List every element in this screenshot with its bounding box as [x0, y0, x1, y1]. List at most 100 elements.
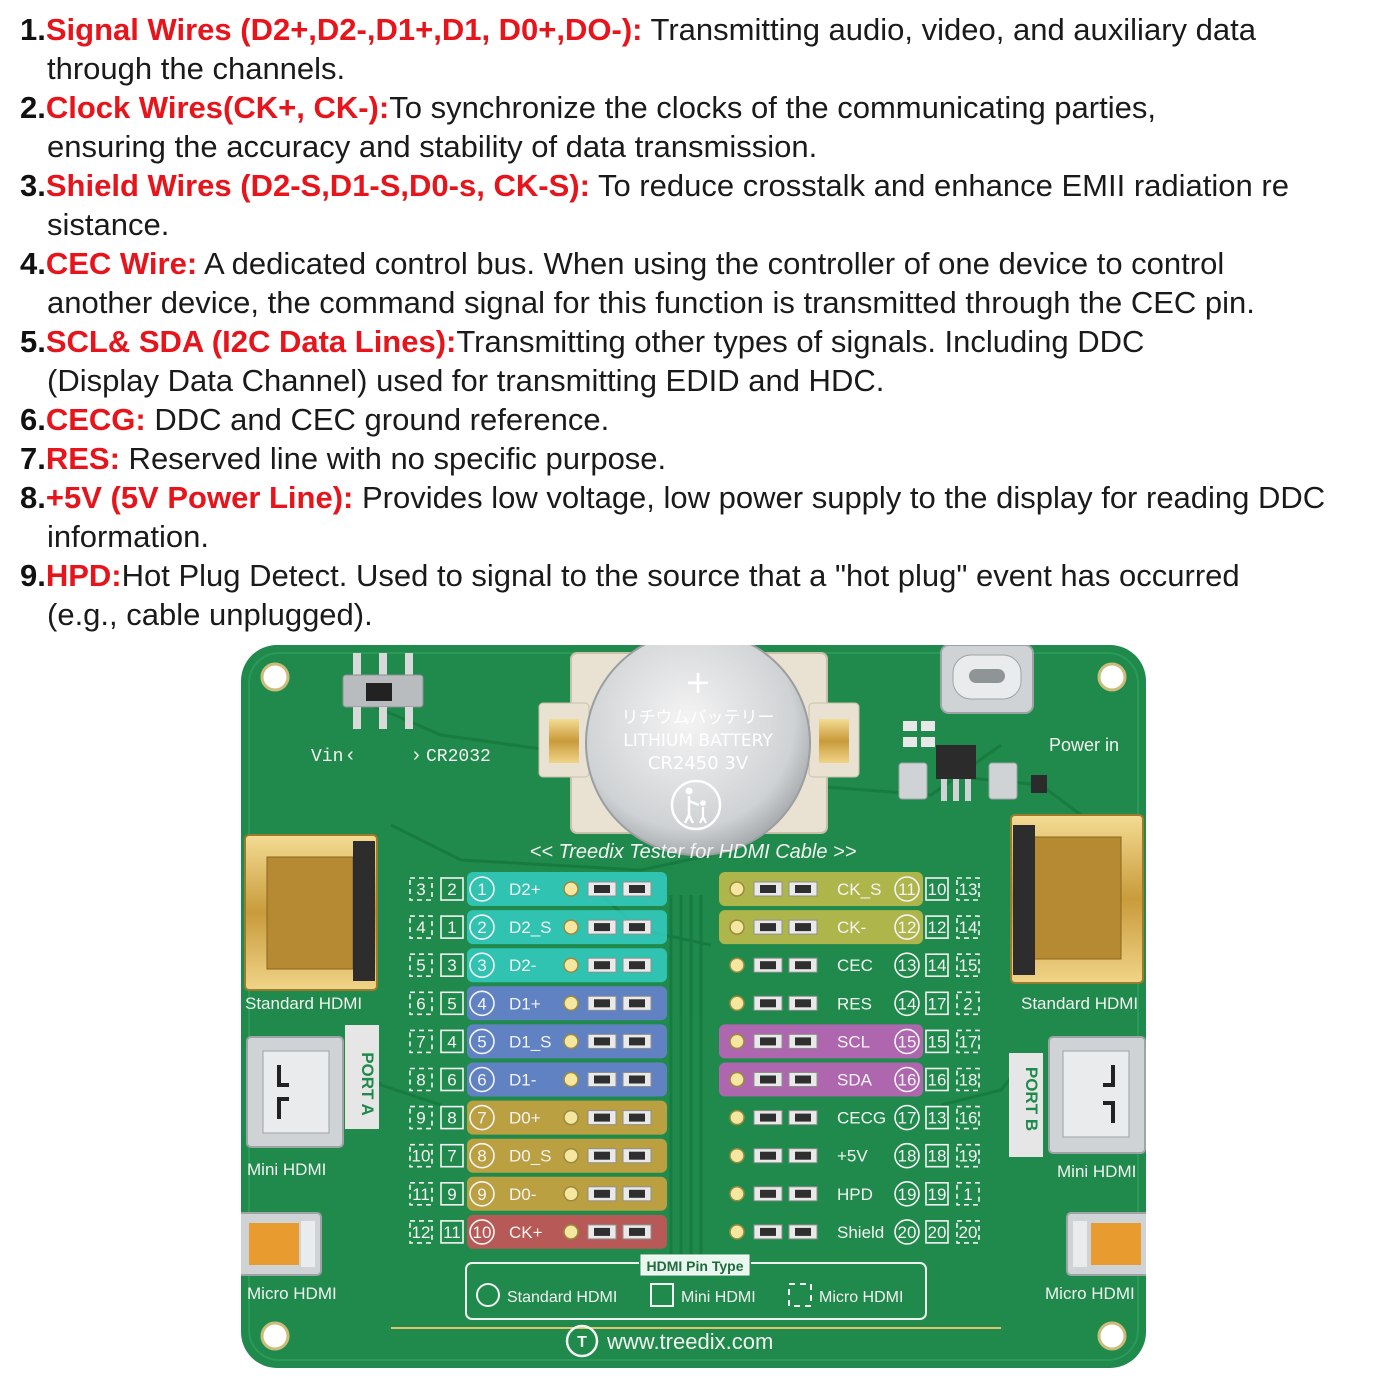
pin-type-legend: HDMI Pin Type Standard HDMI Mini HDMI Mi… — [465, 1254, 927, 1320]
pin-number: 16 — [928, 1071, 947, 1090]
led-icon — [563, 881, 579, 897]
battery-model-label: CR2450 3V — [648, 753, 749, 774]
board-title: << Treedix Tester for HDMI Cable >> — [530, 841, 857, 863]
vin-label: Vin — [311, 747, 343, 767]
note-continuation: (Display Data Channel) used for transmit… — [47, 363, 885, 398]
pin-row: 6 5 4 D1+ — [409, 986, 667, 1021]
note-number: 7. — [20, 441, 46, 476]
note-term: CEC Wire: — [45, 246, 198, 281]
led-icon — [729, 1224, 745, 1240]
port-a-tag — [345, 1025, 379, 1129]
note-term: HPD: — [45, 558, 122, 593]
led-icon — [729, 1186, 745, 1202]
hdmi-tester-board: Vin ‹ › CR2032 + リチウムバッテリー LITHIUM BATTE… — [241, 645, 1146, 1368]
pin-number: 6 — [416, 994, 425, 1013]
pin-name: Shield — [837, 1223, 884, 1242]
pin-number: 4 — [447, 1032, 456, 1051]
led-icon — [563, 995, 579, 1012]
pin-number: 4 — [477, 994, 486, 1013]
pin-name: CEC — [837, 956, 873, 975]
pin-name: D0- — [509, 1185, 536, 1204]
pin-number: 15 — [959, 956, 978, 975]
pin-number: 10 — [928, 880, 947, 899]
pin-number: 16 — [898, 1071, 917, 1090]
pin-number: 11 — [412, 1185, 430, 1204]
note-continuation: sistance. — [47, 207, 170, 242]
chevron-right-icon: › — [413, 744, 420, 766]
pin-name: SDA — [837, 1071, 873, 1090]
plus-icon: + — [685, 663, 712, 701]
mini-hdmi-right-label: Mini HDMI — [1057, 1162, 1136, 1181]
led-icon — [563, 957, 579, 973]
pin-row: CEC 13 14 15 — [729, 952, 980, 979]
note-item: 4.CEC Wire: A dedicated control bus. Whe… — [20, 244, 1390, 322]
pin-number: 20 — [959, 1223, 978, 1242]
note-text: Reserved line with no specific purpose. — [119, 441, 667, 476]
note-continuation: ensuring the accuracy and stability of d… — [47, 129, 818, 164]
pin-name: D0_S — [509, 1147, 552, 1166]
pin-number: 12 — [412, 1223, 431, 1242]
note-term: Shield Wires (D2-S,D1-S,D0-s, CK-S): — [45, 168, 590, 203]
legend-title: HDMI Pin Type — [647, 1258, 744, 1274]
pin-number: 3 — [477, 956, 486, 975]
signal-highlight — [719, 872, 923, 906]
standard-hdmi-port-b[interactable] — [1010, 814, 1144, 984]
led-icon — [563, 919, 579, 935]
pin-name: RES — [837, 994, 872, 1013]
child-safety-icon — [670, 779, 722, 831]
pin-number: 1 — [447, 918, 456, 937]
mini-hdmi-port-b[interactable] — [1048, 1036, 1146, 1154]
note-text: Hot Plug Detect. Used to signal to the s… — [121, 558, 1240, 593]
led-icon — [563, 1186, 579, 1202]
treedix-logo-icon: T — [565, 1324, 599, 1358]
pin-number: 1 — [477, 880, 486, 899]
micro-hdmi-port-a[interactable] — [241, 1212, 322, 1276]
standard-hdmi-left-label: Standard HDMI — [245, 994, 362, 1013]
pin-number: 4 — [416, 918, 425, 937]
pin-name: D1+ — [509, 994, 541, 1013]
standard-pin-circle-icon — [476, 1283, 500, 1307]
led-icon — [563, 1109, 579, 1126]
pin-name: D0+ — [509, 1109, 541, 1128]
standard-hdmi-port-a[interactable] — [244, 834, 378, 991]
note-continuation: information. — [47, 519, 209, 554]
pin-number: 9 — [447, 1185, 456, 1204]
pin-number: 16 — [959, 1109, 978, 1128]
pin-row: Shield 20 20 20 — [729, 1219, 980, 1245]
note-number: 8. — [20, 480, 46, 515]
pin-number: 2 — [963, 994, 972, 1013]
note-item: 1.Signal Wires (D2+,D2-,D1+,D1, D0+,DO-)… — [20, 10, 1390, 88]
micro-hdmi-port-b[interactable] — [1066, 1212, 1146, 1276]
legend-standard: Standard HDMI — [507, 1289, 617, 1306]
note-term: Clock Wires(CK+, CK-): — [45, 90, 390, 125]
pin-number: 20 — [898, 1223, 917, 1242]
pin-number: 1 — [963, 1185, 972, 1204]
usb-c-power-port[interactable] — [940, 645, 1034, 714]
pin-number: 5 — [447, 994, 456, 1013]
mini-hdmi-port-a[interactable] — [246, 1036, 344, 1148]
pin-number: 20 — [928, 1223, 947, 1242]
note-text: To synchronize the clocks of the communi… — [389, 90, 1156, 125]
pin-number: 12 — [898, 918, 917, 937]
pin-number: 15 — [928, 1032, 947, 1051]
pin-name: D1- — [509, 1071, 536, 1090]
pin-number: 14 — [959, 918, 978, 937]
pin-number: 10 — [412, 1147, 431, 1166]
pin-number: 13 — [959, 880, 978, 899]
note-continuation: another device, the command signal for t… — [47, 285, 1255, 320]
coin-battery — [585, 645, 811, 856]
port-b-label: PORT B — [1022, 1067, 1041, 1131]
pin-number: 19 — [898, 1185, 917, 1204]
note-term: Signal Wires (D2+,D2-,D1+,D1, D0+,DO-): — [45, 12, 643, 47]
pin-number: 14 — [928, 956, 947, 975]
note-text: Transmitting other types of signals. Inc… — [456, 324, 1145, 359]
power-slide-switch[interactable] — [342, 653, 424, 729]
led-icon — [729, 1109, 745, 1126]
pin-number: 13 — [898, 956, 917, 975]
power-in-label: Power in — [1049, 735, 1119, 755]
pin-name: CK- — [837, 918, 866, 937]
